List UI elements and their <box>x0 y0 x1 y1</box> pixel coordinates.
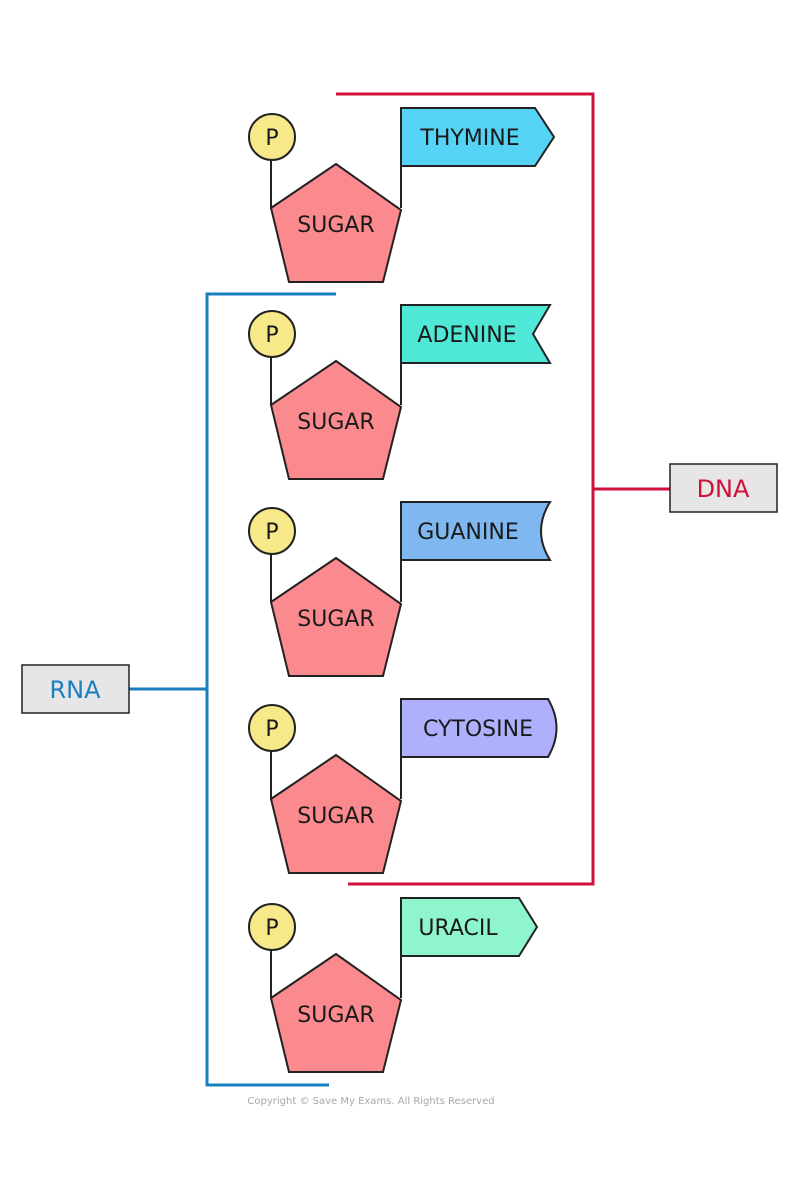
base-shape-cytosine <box>400 698 558 758</box>
phosphate-label: P <box>265 717 278 742</box>
sugar-label: SUGAR <box>297 804 374 829</box>
base-label: GUANINE <box>417 520 519 545</box>
nucleotide: SUGAR P ADENINE <box>248 304 552 480</box>
phosphate-label: P <box>265 323 278 348</box>
copyright-notice: Copyright © Save My Exams. All Rights Re… <box>247 1096 494 1107</box>
dna-label-box <box>669 463 778 513</box>
base-label: CYTOSINE <box>423 717 533 742</box>
phosphate-label: P <box>265 126 278 151</box>
base-shape-thymine <box>400 107 556 167</box>
rna-label-box <box>21 664 130 714</box>
base-label: THYMINE <box>419 126 519 151</box>
nucleotide: SUGAR P THYMINE <box>248 107 556 283</box>
phosphate-circle <box>248 310 296 358</box>
base-label: URACIL <box>418 916 498 941</box>
phosphate-circle <box>248 903 296 951</box>
rna-bracket: RNA <box>21 292 336 1087</box>
phosphate-label: P <box>265 520 278 545</box>
base-shape-uracil <box>400 897 539 957</box>
base-shape-adenine <box>400 304 552 364</box>
sugar-pentagon <box>269 952 403 1073</box>
phosphate-label: P <box>265 916 278 941</box>
rna-label: RNA <box>49 676 101 704</box>
sugar-pentagon <box>269 359 403 480</box>
sugar-pentagon <box>269 556 403 677</box>
phosphate-circle <box>248 113 296 161</box>
nucleotide: SUGAR P GUANINE <box>248 501 552 677</box>
nucleotide: SUGAR P URACIL <box>248 897 539 1073</box>
sugar-label: SUGAR <box>297 410 374 435</box>
sugar-label: SUGAR <box>297 1003 374 1028</box>
dna-bracket: DNA <box>336 92 778 886</box>
base-shape-guanine <box>400 501 552 561</box>
base-label: ADENINE <box>417 323 516 348</box>
phosphate-circle <box>248 507 296 555</box>
sugar-label: SUGAR <box>297 607 374 632</box>
sugar-pentagon <box>269 162 403 283</box>
dna-label: DNA <box>697 475 750 503</box>
sugar-label: SUGAR <box>297 213 374 238</box>
phosphate-circle <box>248 704 296 752</box>
sugar-pentagon <box>269 753 403 874</box>
nucleotide: SUGAR P CYTOSINE <box>248 698 558 874</box>
